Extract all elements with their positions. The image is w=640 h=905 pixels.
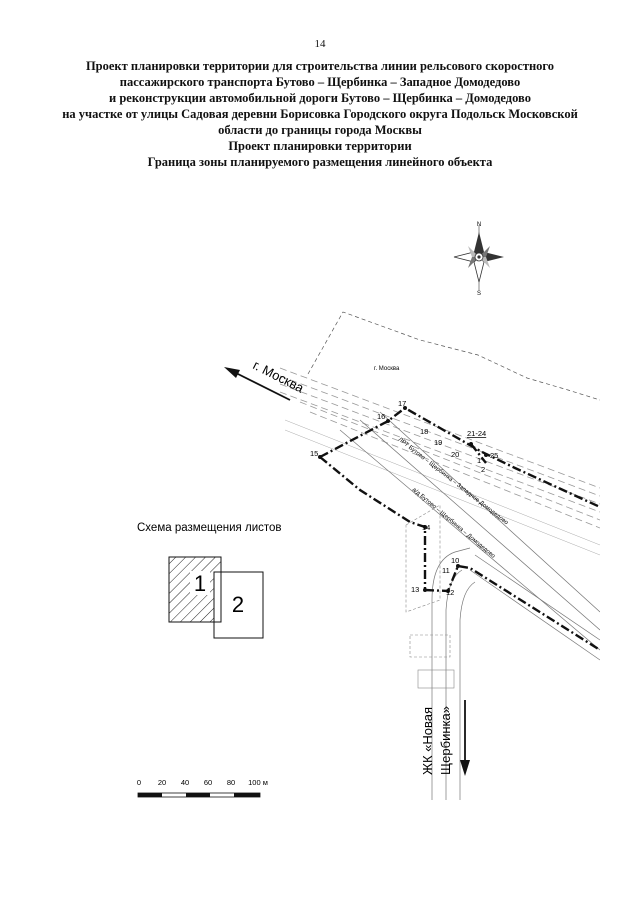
title-line-4: на участке от улицы Садовая деревни Бори… — [62, 107, 578, 121]
point-label-13: 13 — [411, 585, 419, 594]
title-line-5: области до границы города Москвы — [218, 123, 422, 137]
point-labels: 10 11 12 13 14 15 16 17 18 19 20 21-24 2… — [310, 399, 498, 597]
point-label-1: 1 — [477, 456, 481, 465]
scale-tick-0: 0 — [137, 778, 141, 787]
moscow-boundary — [307, 311, 600, 401]
point-label-15: 15 — [310, 449, 318, 458]
point-label-18: 18 — [420, 427, 428, 436]
scale-tick-40: 40 — [181, 778, 189, 787]
point-label-16: 16 — [377, 412, 385, 421]
moscow-direction-arrow — [224, 367, 291, 401]
scale-bar — [137, 792, 261, 798]
scale-tick-80: 80 — [227, 778, 235, 787]
document-title: Проект планировки территории для строите… — [20, 58, 620, 170]
point-label-11: 11 — [442, 566, 450, 575]
moscow-area-label: г. Москва — [374, 366, 400, 372]
sheet-2-label: 2 — [232, 592, 244, 617]
point-label-12: 12 — [446, 588, 454, 597]
rail-corridor — [279, 367, 600, 529]
title-line-7: Граница зоны планируемого размещения лин… — [147, 155, 493, 169]
title-line-1: Проект планировки территории для строите… — [85, 59, 555, 73]
compass-rose-icon — [453, 225, 504, 290]
title-line-6: Проект планировки территории — [228, 139, 412, 153]
point-label-25: 25 — [490, 451, 498, 460]
compass-south-label: S — [477, 291, 481, 297]
residential-road — [431, 547, 600, 800]
scale-tick-100: 100 м — [248, 778, 268, 787]
point-label-10: 10 — [451, 556, 459, 565]
point-label-17: 17 — [398, 399, 406, 408]
point-label-14: 14 — [422, 523, 430, 532]
title-line-2: пассажирского транспорта Бутово – Щербин… — [119, 75, 521, 89]
point-label-21-24: 21-24 — [467, 429, 486, 438]
point-label-2: 2 — [481, 465, 485, 474]
point-label-20: 20 — [451, 450, 459, 459]
compass-north-label: N — [477, 222, 481, 228]
sheet-scheme — [168, 556, 264, 639]
zhk-direction-arrow — [460, 700, 470, 776]
sheet-1-label: 1 — [194, 571, 206, 596]
scale-tick-20: 20 — [158, 778, 166, 787]
moscow-arrow-label: г. Москва — [251, 357, 307, 396]
map-area — [279, 311, 600, 800]
scale-tick-60: 60 — [204, 778, 212, 787]
sheet-2-frame — [213, 571, 264, 639]
road-lines — [339, 411, 600, 651]
zhk-label-line2: Щербинка» — [438, 706, 453, 775]
title-line-3: и реконструкции автомобильной дороги Бут… — [109, 91, 531, 105]
scale-bar-ticks: 0 20 40 60 80 100 м — [137, 778, 268, 787]
page-number: 14 — [314, 38, 326, 50]
point-label-19: 19 — [434, 438, 442, 447]
sheet-scheme-title: Схема размещения листов — [137, 522, 282, 534]
zhk-label-line1: ЖК «Новая — [420, 707, 435, 775]
